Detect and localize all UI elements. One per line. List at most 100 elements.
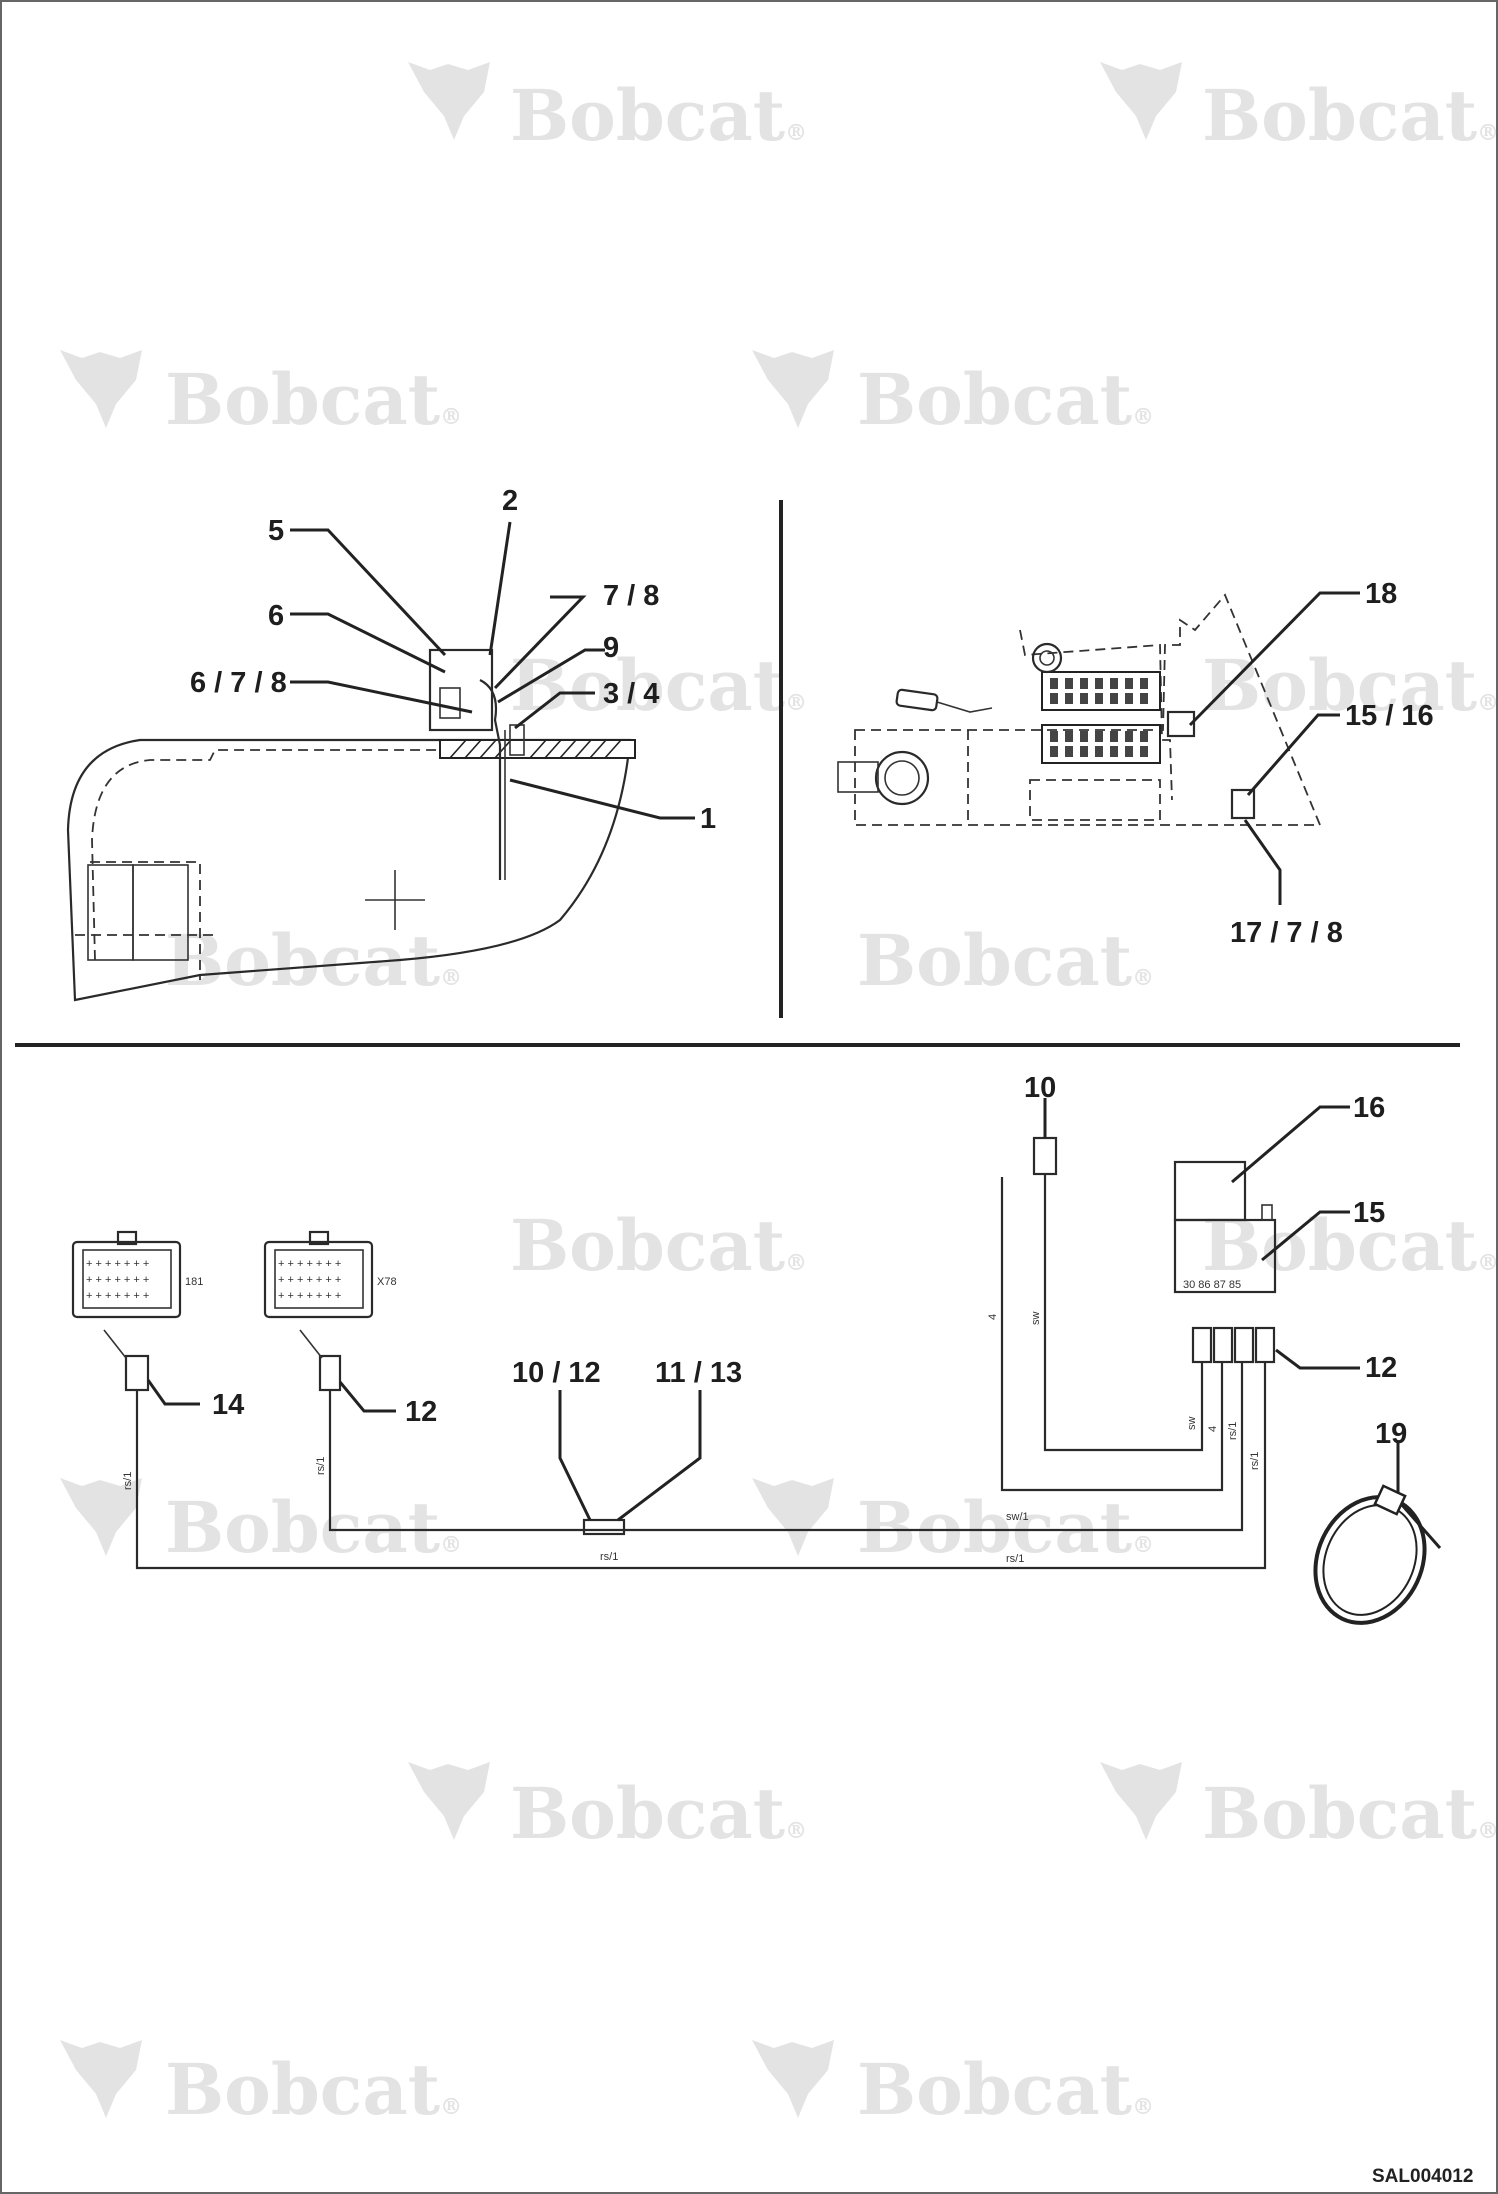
watermark-13: Bobcat®	[408, 1762, 807, 1855]
registered-mark: ®	[785, 1250, 807, 1276]
registered-mark: ®	[1477, 690, 1498, 716]
panel-outline	[854, 593, 1322, 826]
relay-15-16	[1230, 788, 1256, 820]
callout-18: 18	[1365, 578, 1397, 610]
relay-pin-labels: 30 86 87 85	[1183, 1279, 1241, 1291]
registered-mark: ®	[440, 2094, 462, 2120]
pin-lead-x78	[299, 1329, 323, 1359]
registered-mark: ®	[1132, 404, 1154, 430]
fender-view	[66, 648, 636, 1002]
registered-mark: ®	[1477, 120, 1498, 146]
watermark-text: Bobcat®	[510, 74, 807, 157]
ground-stud	[1031, 642, 1063, 674]
wire-label-7: sw/1	[1006, 1511, 1029, 1523]
lamp-cable	[479, 679, 502, 880]
cable-tie	[1313, 1484, 1442, 1625]
watermark-text: Bobcat®	[165, 358, 462, 441]
callout-16: 16	[1353, 1092, 1385, 1124]
watermark-3: Bobcat®	[60, 350, 462, 441]
registered-mark: ®	[440, 404, 462, 430]
registered-mark: ®	[440, 965, 462, 991]
registered-mark: ®	[1132, 2094, 1154, 2120]
wire-label-9: rs/1	[315, 1457, 327, 1475]
key-switch-body	[837, 761, 879, 793]
key-switch	[874, 750, 930, 806]
watermark-layer: Bobcat® Bobcat® Bobcat® Bobcat® Bobcat® …	[60, 62, 1498, 2131]
wire-labels: 4 sw sw 4 rs/1 rs/1 sw/1 rs/1 rs/1 rs/1 …	[122, 1312, 1261, 1566]
watermark-text: Bobcat®	[857, 919, 1154, 1002]
callout-15-16: 15 / 16	[1345, 700, 1434, 732]
watermark-text: Bobcat®	[165, 2048, 462, 2131]
watermark-16: Bobcat®	[752, 2040, 1154, 2131]
watermark-text: Bobcat®	[510, 1772, 807, 1855]
registered-mark: ®	[1477, 1818, 1498, 1844]
svg-text:+ + + + + + +: + + + + + + +	[86, 1274, 149, 1286]
watermark-text: Bobcat®	[510, 644, 807, 727]
callout-6: 6	[268, 600, 284, 632]
plate-hatching	[449, 739, 622, 759]
terminal-14	[124, 1354, 150, 1392]
watermark-text: Bobcat®	[857, 1486, 1154, 1569]
watermark-1: Bobcat®	[408, 62, 807, 157]
callout-2: 2	[502, 485, 518, 517]
watermark-9: Bobcat®	[510, 1204, 807, 1287]
wire-label-1: 4	[987, 1314, 999, 1320]
registered-mark: ®	[1477, 1250, 1498, 1276]
connector-181: + + + + + + + + + + + + + + + + + + + + …	[71, 1230, 203, 1319]
watermark-12: Bobcat®	[752, 1478, 1154, 1569]
pigtail-connector	[895, 688, 939, 712]
callout-11-13: 11 / 13	[655, 1357, 742, 1389]
registered-mark: ®	[785, 120, 807, 146]
registered-mark: ®	[785, 690, 807, 716]
watermark-text: Bobcat®	[165, 919, 462, 1002]
watermark-text: Bobcat®	[857, 358, 1154, 441]
wire-label-10: rs/1	[122, 1472, 134, 1490]
relay-terminal-1	[1191, 1326, 1213, 1364]
leaders-top-right	[1188, 591, 1360, 905]
watermark-7: Bobcat®	[165, 919, 462, 1002]
registered-mark: ®	[1132, 1532, 1154, 1558]
svg-text:+ + + + + + +: + + + + + + +	[86, 1290, 149, 1302]
callout-12-relay: 12	[1365, 1352, 1397, 1384]
fender-light-box-2	[132, 864, 189, 961]
fender-hidden-edge	[91, 749, 600, 961]
wire-label-2: sw	[1030, 1312, 1042, 1326]
relay-terminal-3	[1233, 1326, 1255, 1364]
callout-12-left: 12	[405, 1396, 437, 1428]
callout-14: 14	[212, 1389, 244, 1421]
registered-mark: ®	[1132, 965, 1154, 991]
watermark-text: Bobcat®	[165, 1486, 462, 1569]
wire-12-to-relay	[328, 1362, 1244, 1532]
fender-bracket-hidden	[90, 861, 201, 980]
watermark-11: Bobcat®	[60, 1478, 462, 1569]
relay-box: 30 86 87 85	[1173, 1160, 1277, 1294]
watermark-14: Bobcat®	[1100, 1762, 1498, 1855]
callout-3-4: 3 / 4	[603, 678, 659, 710]
fender-light-box	[87, 864, 134, 961]
svg-text:+ + + + + + +: + + + + + + +	[278, 1274, 341, 1286]
callout-10: 10	[1024, 1072, 1056, 1104]
fender-outline	[66, 738, 632, 1002]
wire-14-to-relay	[135, 1362, 1267, 1570]
connector-x78: + + + + + + + + + + + + + + + + + + + + …	[263, 1230, 397, 1319]
callout-9: 9	[603, 632, 619, 664]
wire-4-to-relay	[1000, 1177, 1224, 1492]
watermark-4: Bobcat®	[752, 350, 1154, 441]
fusebox-view	[837, 593, 1322, 826]
watermark-text: Bobcat®	[1202, 1772, 1498, 1855]
leaders-bottom	[146, 1098, 1400, 1522]
wires	[103, 1174, 1267, 1570]
wire-label-4: 4	[1207, 1426, 1219, 1432]
fuse-row-top	[1041, 671, 1161, 711]
watermark-5: Bobcat®	[510, 644, 807, 727]
callout-7-8: 7 / 8	[603, 580, 659, 612]
pigtail-wire	[936, 701, 993, 713]
callout-10-12: 10 / 12	[512, 1357, 601, 1389]
splice-connector	[582, 1518, 626, 1536]
svg-text:+ + + + + + +: + + + + + + +	[86, 1258, 149, 1270]
relay-terminal-4	[1254, 1326, 1276, 1364]
center-cross	[365, 870, 425, 930]
document-id: SAL004012	[1372, 2166, 1473, 2187]
